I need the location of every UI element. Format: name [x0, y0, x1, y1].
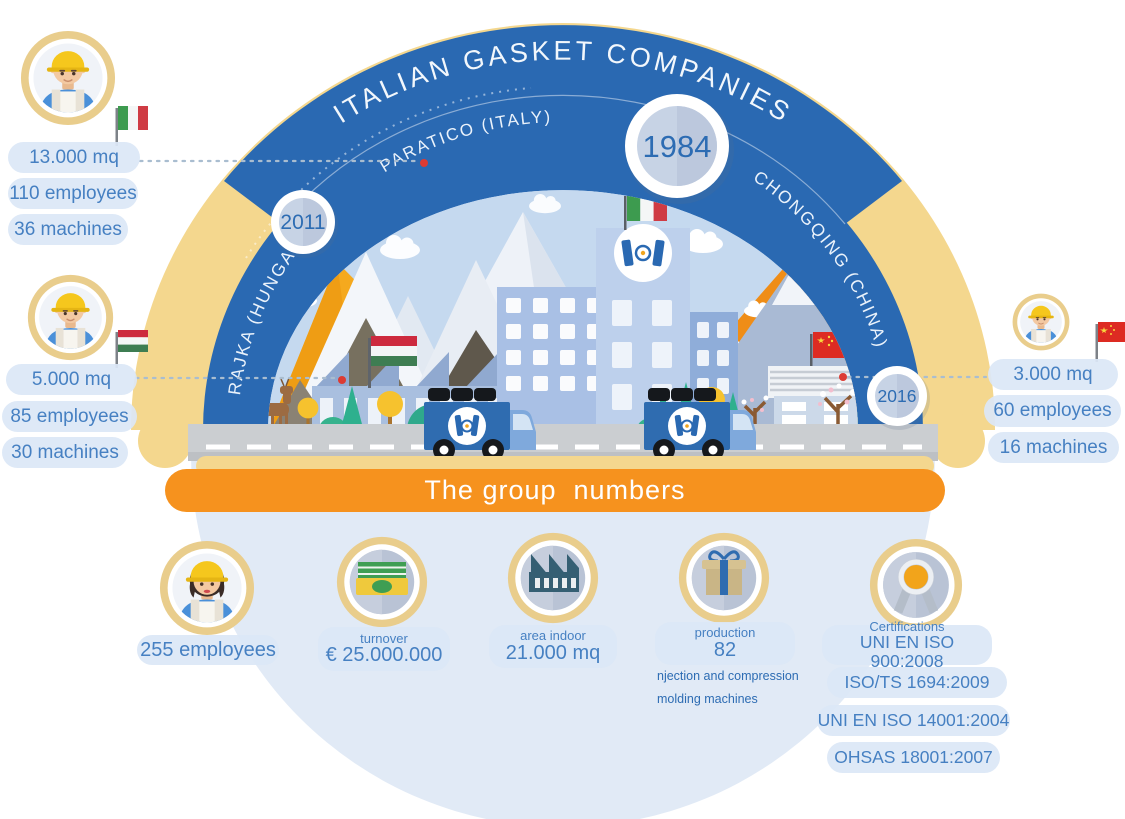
stat-pill-employees-paratico: 110 employees — [8, 178, 138, 209]
turnover-pill: turnover € 25.000.000 — [318, 627, 450, 671]
stat-pill-employees-rajka: 85 employees — [2, 401, 137, 432]
italy-flag — [627, 194, 667, 221]
stat-pill-area-rajka: 5.000 mq — [6, 364, 137, 395]
certification-item: OHSAS 18001:2007 — [827, 742, 1000, 773]
production-label: production — [694, 625, 756, 641]
medal-icon — [893, 559, 939, 614]
year-badge-2011: 2011 — [271, 190, 338, 258]
factory-icon — [529, 554, 579, 592]
area-indoor-value: 21.000 mq — [505, 641, 601, 664]
group-numbers-title: The group numbers — [424, 475, 686, 505]
year-badge-2016: 2016 — [867, 366, 930, 430]
worker-avatar-hungary — [28, 275, 113, 360]
hungary-flag — [371, 336, 417, 366]
stat-pill-machines-paratico: 36 machines — [8, 214, 128, 245]
svg-text:2011: 2011 — [280, 211, 325, 234]
china-flag — [1095, 322, 1125, 362]
chongqing-marker — [839, 373, 847, 381]
money-icon — [356, 562, 408, 595]
area-indoor-pill: area indoor 21.000 mq — [489, 625, 617, 668]
production-pill: production 82 — [655, 622, 795, 665]
svg-text:1984: 1984 — [643, 129, 712, 164]
svg-text:2016: 2016 — [878, 386, 917, 406]
area-indoor-label: area indoor — [520, 628, 586, 644]
female-worker-icon — [160, 541, 254, 635]
stat-pill-machines-rajka: 30 machines — [2, 437, 128, 468]
rajka-marker — [338, 376, 346, 384]
group-numbers-banner — [165, 469, 945, 512]
office-buildings — [497, 194, 738, 430]
gift-icon — [702, 550, 746, 595]
total-employees-pill: 255 employees — [137, 635, 279, 665]
worker-avatar-italy — [21, 31, 115, 125]
turnover-value: € 25.000.000 — [325, 644, 443, 667]
production-value: 82 — [713, 638, 737, 661]
stat-pill-area-chongqing: 3.000 mq — [988, 359, 1118, 390]
stat-pill-employees-chongqing: 60 employees — [984, 395, 1121, 427]
certifications-label: Certifications — [869, 618, 945, 634]
stat-pill-area-paratico: 13.000 mq — [8, 142, 140, 173]
paratico-marker — [420, 159, 428, 167]
production-note: njection and compression molding machine… — [657, 669, 799, 706]
certification-item: Certifications UNI EN ISO 900:2008 — [822, 620, 992, 670]
hungary-flag — [115, 330, 148, 368]
year-badge-1984: 1984 — [625, 94, 734, 204]
italy-flag — [115, 106, 148, 146]
stat-pill-machines-chongqing: 16 machines — [988, 432, 1119, 463]
turnover-label: turnover — [360, 630, 408, 646]
certification-item: ISO/TS 1694:2009 — [827, 667, 1007, 698]
worker-avatar-china — [1013, 294, 1070, 351]
certification-item: UNI EN ISO 14001:2004 — [817, 705, 1010, 736]
road — [188, 424, 938, 461]
